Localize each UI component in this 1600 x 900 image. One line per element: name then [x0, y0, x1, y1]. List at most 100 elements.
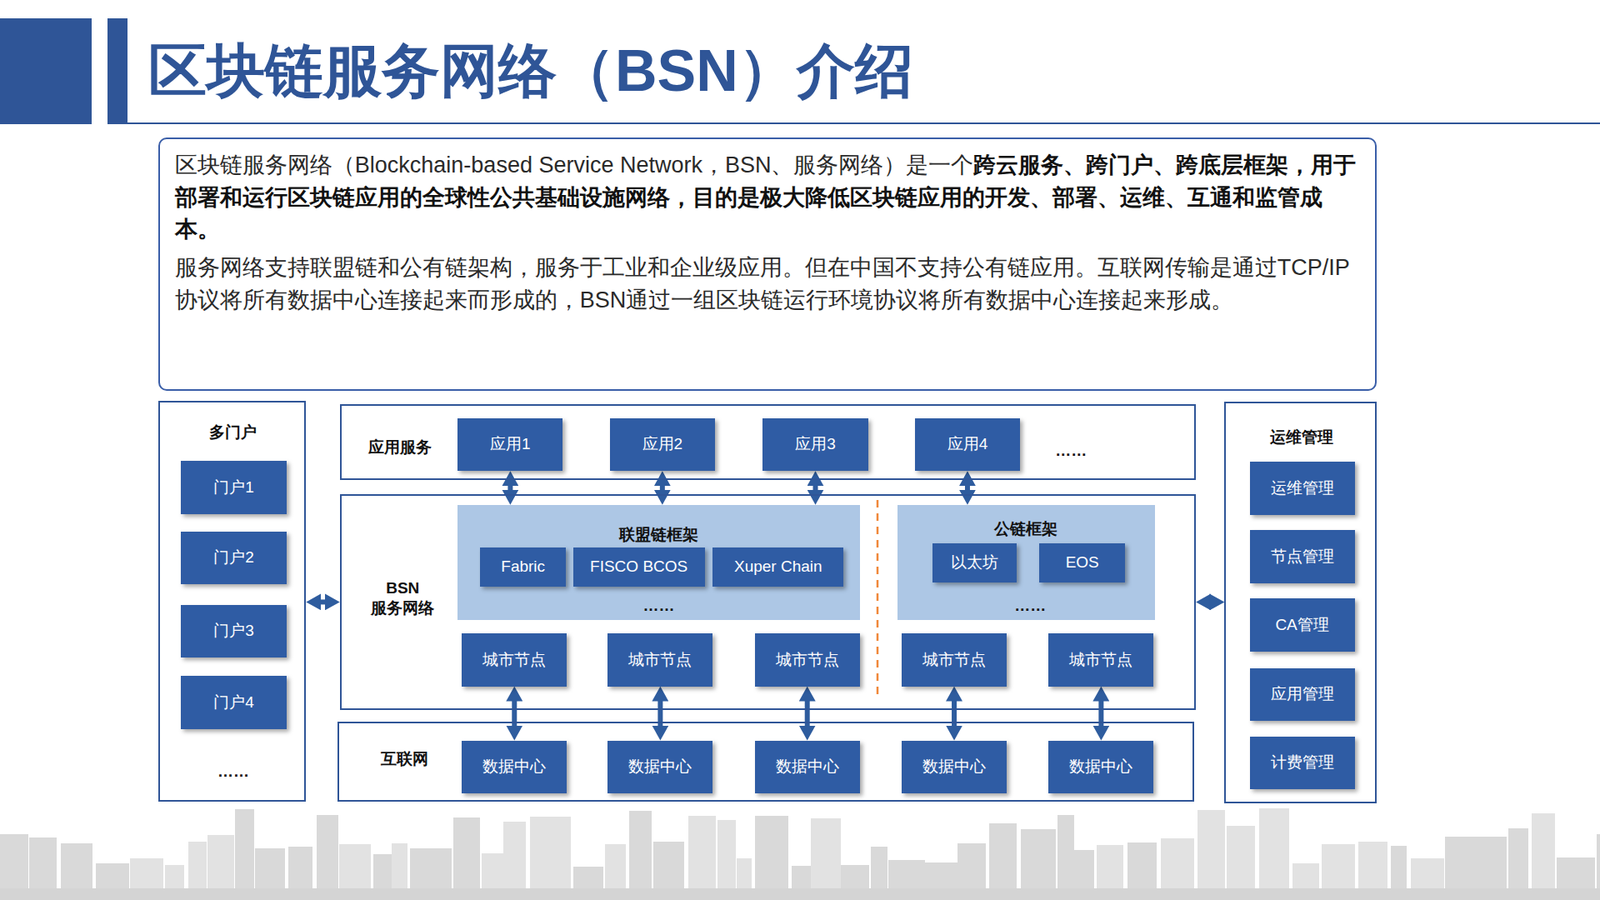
building [840, 865, 870, 889]
building [1596, 834, 1600, 889]
box-label: 数据中心 [628, 755, 692, 778]
box-label: 节点管理 [1270, 545, 1335, 568]
building [1074, 850, 1095, 889]
box-label: 城市节点 [1069, 649, 1133, 671]
panel-title: 运维管理 [1270, 427, 1334, 448]
box-label: 数据中心 [482, 755, 546, 778]
building [605, 844, 626, 889]
box-label: 以太坊 [950, 551, 999, 574]
box-label: Fabric [500, 557, 545, 576]
double-arrow [317, 599, 328, 605]
panel-title: 多门户 [209, 422, 257, 443]
skyline [0, 808, 1600, 889]
process-box: 应用1 [457, 418, 563, 472]
process-box: 门户2 [180, 531, 286, 585]
layer-panel: 运维管理运维管理节点管理CA管理应用管理计费管理 [1224, 401, 1376, 803]
framework-region: 公链框架以太坊EOS…… [897, 505, 1155, 620]
building [391, 843, 408, 889]
building [1160, 838, 1195, 889]
building [1321, 844, 1355, 889]
header-block [0, 18, 92, 125]
box-label: Xuper Chain [734, 557, 823, 576]
process-box: 以太坊 [932, 543, 1018, 583]
building [629, 810, 652, 889]
building [373, 854, 392, 889]
building [1556, 857, 1595, 889]
box-label: 计费管理 [1270, 751, 1335, 774]
process-box: 应用管理 [1250, 668, 1355, 722]
building [165, 865, 185, 889]
process-box: FISCO BCOS [573, 547, 705, 587]
framework-region: 联盟链框架FabricFISCO BCOSXuper Chain…… [457, 505, 860, 620]
process-box: 数据中心 [607, 740, 713, 795]
box-label: EOS [1065, 553, 1100, 572]
process-box: 运维管理 [1250, 461, 1355, 515]
process-box: 数据中心 [755, 740, 860, 795]
box-label: 城市节点 [482, 649, 546, 671]
building [316, 815, 339, 889]
layer-panel: 互联网数据中心数据中心数据中心数据中心数据中心 [337, 721, 1194, 803]
box-label: 应用2 [642, 433, 684, 455]
building [530, 816, 571, 889]
building [573, 866, 604, 889]
process-box: 数据中心 [901, 740, 1007, 795]
building [453, 817, 480, 889]
building [0, 834, 29, 889]
building [1465, 836, 1507, 889]
process-box: Fabric [480, 547, 566, 587]
process-box: 门户1 [180, 460, 286, 515]
building [235, 809, 255, 889]
process-box: Xuper Chain [712, 547, 844, 587]
box-label: 数据中心 [1069, 755, 1133, 778]
building [755, 815, 789, 889]
building [1292, 863, 1320, 889]
double-arrow [965, 482, 970, 493]
process-box: 节点管理 [1250, 530, 1355, 584]
process-box: CA管理 [1250, 598, 1355, 652]
ellipsis-label: …… [217, 762, 250, 781]
double-arrow [1207, 599, 1213, 605]
process-box: 数据中心 [461, 740, 567, 795]
building [736, 858, 752, 889]
building [95, 863, 130, 889]
building [1020, 829, 1056, 889]
process-box: 城市节点 [1048, 633, 1154, 687]
box-label: 城市节点 [922, 649, 986, 671]
process-box: 应用3 [762, 418, 868, 472]
process-box: 城市节点 [755, 633, 860, 687]
layer-panel: BSN 服务网络联盟链框架FabricFISCO BCOSXuper Chain… [340, 494, 1196, 711]
panel-title: 应用服务 [368, 437, 432, 458]
box-label: 应用管理 [1270, 683, 1335, 705]
box-label: 城市节点 [775, 649, 840, 671]
intro-box: 区块链服务网络（Blockchain-based Service Network… [158, 137, 1377, 391]
box-label: FISCO BCOS [590, 557, 688, 576]
panel-title: BSN 服务网络 [360, 579, 445, 620]
process-box: 计费管理 [1250, 736, 1355, 790]
building [1508, 828, 1529, 889]
double-arrow [511, 698, 517, 730]
building [1259, 808, 1290, 889]
panel-title: 公链框架 [994, 519, 1058, 540]
box-label: 运维管理 [1270, 477, 1335, 500]
process-box: 城市节点 [901, 633, 1007, 687]
box-label: 门户3 [213, 620, 255, 642]
double-arrow [1098, 698, 1104, 730]
ellipsis-label: …… [643, 596, 675, 615]
paragraph: 区块链服务网络（Blockchain-based Service Network… [175, 149, 1360, 245]
double-arrow [657, 698, 663, 730]
building [925, 862, 958, 889]
process-box: 应用4 [915, 418, 1020, 472]
building [29, 837, 57, 889]
double-arrow [813, 482, 819, 493]
double-arrow [805, 698, 810, 730]
intro-text: 服务网络支持联盟链和公有链架构，服务于工业和企业级应用。但在中国不支持公有链应用… [175, 255, 1350, 312]
building [870, 846, 888, 889]
ground-strip [0, 888, 1600, 900]
building [688, 815, 716, 889]
box-label: CA管理 [1275, 614, 1329, 636]
box-label: 门户2 [213, 546, 255, 569]
building [1531, 813, 1555, 889]
process-box: 城市节点 [607, 633, 713, 687]
building [1226, 825, 1255, 889]
